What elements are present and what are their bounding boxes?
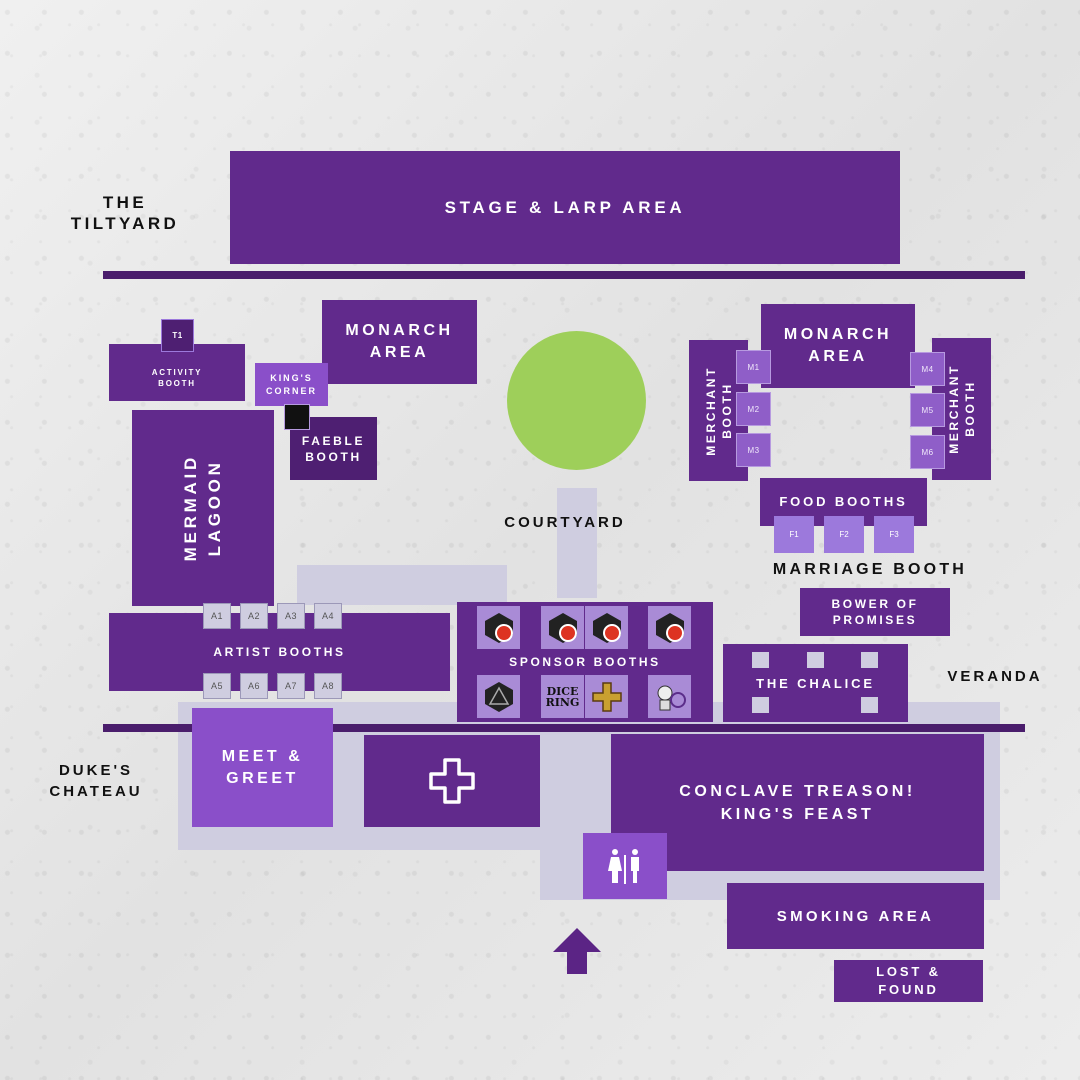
label-tiltyard: THE TILTYARD xyxy=(70,193,180,233)
conclave-kings-feast[interactable]: CONCLAVE TREASON! KING'S FEAST xyxy=(611,734,984,871)
sponsor-logo-dice-icon[interactable] xyxy=(477,606,520,649)
stall-t1[interactable]: T1 xyxy=(161,319,194,352)
chalice-table-4 xyxy=(752,697,769,713)
sponsor-logo-dice3-icon[interactable] xyxy=(585,606,628,649)
stall-a5[interactable]: A5 xyxy=(203,673,231,699)
meet-and-greet[interactable]: MEET & GREET xyxy=(192,708,333,827)
stall-a2[interactable]: A2 xyxy=(240,603,268,629)
label-courtyard: COURTYARD xyxy=(504,514,626,531)
chalice-table-3 xyxy=(861,652,878,668)
sponsor-logo-d20-icon[interactable] xyxy=(477,675,520,718)
food-booths-label: FOOD BOOTHS xyxy=(779,494,908,509)
faeble-booth[interactable]: FAEBLE BOOTH xyxy=(290,417,377,480)
stall-f3[interactable]: F3 xyxy=(874,516,914,553)
stall-t1-label: T1 xyxy=(172,331,183,340)
stall-a8[interactable]: A8 xyxy=(314,673,342,699)
first-aid[interactable] xyxy=(364,735,540,827)
walkway-artist xyxy=(297,565,507,605)
conclave-label: CONCLAVE TREASON! KING'S FEAST xyxy=(679,782,916,823)
stage-label: STAGE & LARP AREA xyxy=(444,197,686,217)
artist-booths-label: ARTIST BOOTHS xyxy=(213,645,346,659)
lost-and-found[interactable]: LOST & FOUND xyxy=(834,960,983,1002)
activity-booth-label: ACTIVITY BOOTH xyxy=(151,367,203,388)
stall-a3[interactable]: A3 xyxy=(277,603,305,629)
monarch-area-left[interactable]: MONARCH AREA xyxy=(322,300,477,384)
sponsor-logo-dicering[interactable]: DICE RING xyxy=(541,675,584,718)
merchant-left-label: MERCHANT BOOTH xyxy=(703,365,734,456)
entrance-arrow-icon xyxy=(553,928,601,974)
stall-m4[interactable]: M4 xyxy=(910,352,945,386)
walkway-courtyard xyxy=(557,488,597,598)
activity-booth[interactable]: ACTIVITY BOOTH xyxy=(109,344,245,401)
meet-greet-label: MEET & GREET xyxy=(221,747,304,787)
first-aid-cross-icon xyxy=(429,758,475,804)
divider-bottom xyxy=(103,724,1025,732)
monarch-right-label: MONARCH AREA xyxy=(783,326,893,365)
sponsor-booths-label: SPONSOR BOOTHS xyxy=(509,655,661,669)
stall-a1[interactable]: A1 xyxy=(203,603,231,629)
sponsor-logo-dice2-icon[interactable] xyxy=(541,606,584,649)
monarch-area-right[interactable]: MONARCH AREA xyxy=(761,304,915,388)
stall-m5[interactable]: M5 xyxy=(910,393,945,427)
restroom[interactable] xyxy=(583,833,667,899)
faeble-booth-label: FAEBLE BOOTH xyxy=(301,433,366,464)
fountain-circle xyxy=(507,331,646,470)
smoking-area[interactable]: SMOKING AREA xyxy=(727,883,984,949)
kings-corner-label: KING'S CORNER xyxy=(266,372,317,396)
stall-a7[interactable]: A7 xyxy=(277,673,305,699)
dicering-text: DICE RING xyxy=(545,684,580,709)
stall-a6[interactable]: A6 xyxy=(240,673,268,699)
chalice-label: THE CHALICE xyxy=(756,675,875,691)
merchant-right-label: MERCHANT BOOTH xyxy=(946,364,977,454)
stall-m1[interactable]: M1 xyxy=(736,350,771,384)
lost-found-label: LOST & FOUND xyxy=(876,964,941,997)
restroom-icon xyxy=(608,849,639,884)
stall-m3[interactable]: M3 xyxy=(736,433,771,467)
faeble-logo-icon xyxy=(284,404,310,430)
sponsor-logo-character-icon[interactable] xyxy=(648,675,691,718)
chalice-table-5 xyxy=(861,697,878,713)
mermaid-lagoon-label: MERMAID LAGOON xyxy=(181,454,224,562)
mermaid-lagoon[interactable]: MERMAID LAGOON xyxy=(132,410,274,606)
bower-of-promises[interactable]: BOWER OF PROMISES xyxy=(800,588,950,636)
stall-m6[interactable]: M6 xyxy=(910,435,945,469)
label-marriage-booth: MARRIAGE BOOTH xyxy=(772,561,968,578)
sponsor-logo-cross-icon[interactable] xyxy=(585,675,628,718)
sponsor-logo-dice4-icon[interactable] xyxy=(648,606,691,649)
kings-corner[interactable]: KING'S CORNER xyxy=(255,363,328,406)
chalice-table-2 xyxy=(807,652,824,668)
chalice-table-1 xyxy=(752,652,769,668)
monarch-left-label: MONARCH AREA xyxy=(345,322,454,361)
bower-label: BOWER OF PROMISES xyxy=(831,597,919,627)
stall-f2[interactable]: F2 xyxy=(824,516,864,553)
label-veranda: VERANDA xyxy=(947,668,1043,685)
stall-a4[interactable]: A4 xyxy=(314,603,342,629)
stall-m2[interactable]: M2 xyxy=(736,392,771,426)
stage-larp-area[interactable]: STAGE & LARP AREA xyxy=(230,151,900,264)
stall-f1[interactable]: F1 xyxy=(774,516,814,553)
divider-top xyxy=(103,271,1025,279)
label-dukes-chateau: DUKE'S CHATEAU xyxy=(49,762,143,800)
smoking-area-label: SMOKING AREA xyxy=(776,907,935,925)
